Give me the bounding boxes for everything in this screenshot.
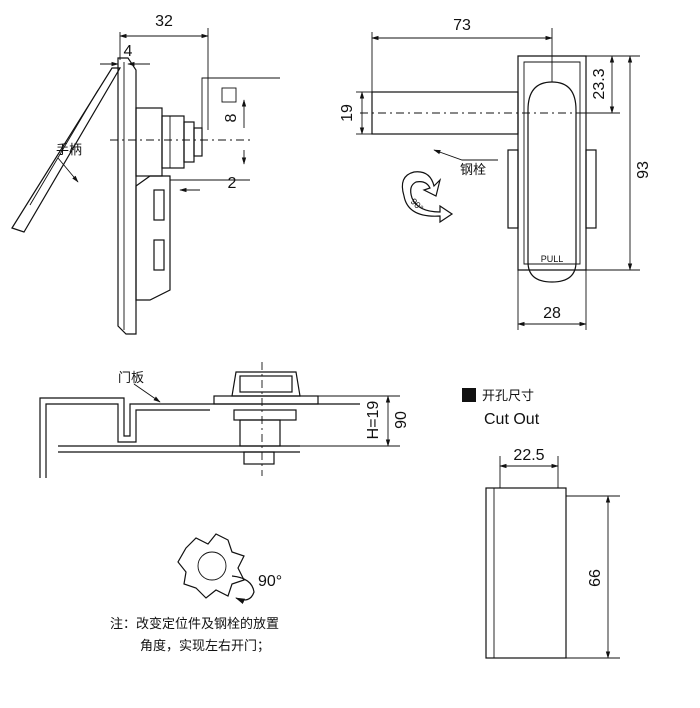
dim-23-3: 23.3	[591, 68, 608, 99]
dim-90: 90	[393, 411, 410, 429]
lock-flange	[213, 395, 319, 405]
note-line1: 注：改变定位件及钢栓的放置	[110, 616, 279, 632]
screw-top	[153, 189, 165, 221]
rotate-90-bottom: 90°	[258, 573, 282, 590]
lock-nut-upper	[233, 409, 297, 421]
lock-body	[135, 107, 163, 177]
dim-22-5: 22.5	[513, 447, 544, 464]
door-panel	[39, 397, 360, 478]
lock-cylinder	[161, 115, 185, 169]
handle-inner-line	[29, 89, 99, 206]
cutout-view: 开孔尺寸 Cut Out 22.5 66	[462, 388, 620, 659]
rotate-arrow-icon	[401, 171, 454, 224]
handle-lever	[11, 67, 122, 233]
door-leader	[133, 383, 161, 403]
dim-32: 32	[155, 13, 173, 30]
handle-leader	[57, 157, 79, 183]
dim-93: 93	[635, 161, 652, 179]
bolt-leader	[433, 149, 498, 161]
dim-4: 4	[124, 43, 133, 60]
rotate-arrow-bottom-icon	[231, 575, 255, 605]
title-square-icon	[462, 388, 476, 402]
dim-h19: H=19	[365, 401, 382, 440]
panel-plate	[117, 57, 137, 335]
lock-tail	[243, 451, 275, 465]
cutout-rect	[485, 487, 567, 659]
pull-handle	[527, 81, 577, 283]
label-door: 门板	[118, 371, 144, 386]
lock-stub	[193, 127, 203, 157]
cutout-title-cn: 开孔尺寸	[482, 389, 534, 404]
note: 注：改变定位件及钢栓的放置 角度，实现左右开门；	[110, 616, 279, 654]
label-bolt: 钢栓	[460, 163, 486, 178]
section-view: 门板 H=19 90 90°	[39, 362, 410, 605]
lower-bracket	[135, 175, 171, 301]
lock-body-lower	[239, 419, 281, 447]
label-handle: 手柄	[56, 143, 82, 158]
side-view: 32 4 8 2 手柄	[11, 13, 280, 335]
dim-8: 8	[223, 113, 240, 122]
leader-line	[201, 77, 280, 128]
lock-head-inner	[239, 375, 293, 393]
front-plate-inner	[523, 61, 581, 265]
dim-19: 19	[339, 104, 356, 122]
lock-nut	[183, 121, 195, 163]
rotate-90-top: 90°	[409, 196, 426, 213]
door-panel-inner	[45, 403, 210, 478]
positioner-gear	[177, 533, 245, 599]
gear-hole	[197, 551, 227, 581]
note-line2: 角度，实现左右开门；	[140, 638, 270, 654]
dim-2: 2	[228, 175, 237, 192]
side-tab-left	[507, 149, 519, 229]
dim-73: 73	[453, 17, 471, 34]
front-view: PULL 73 19 23.3 93 28 钢栓 90°	[339, 17, 652, 330]
dim-66: 66	[587, 569, 604, 587]
screw-bottom	[153, 239, 165, 271]
side-tab-right	[585, 149, 597, 229]
dim-28: 28	[543, 305, 561, 322]
cutout-title-en: Cut Out	[484, 411, 540, 428]
pull-text: PULL	[541, 254, 564, 264]
dim-8-box	[221, 87, 237, 103]
